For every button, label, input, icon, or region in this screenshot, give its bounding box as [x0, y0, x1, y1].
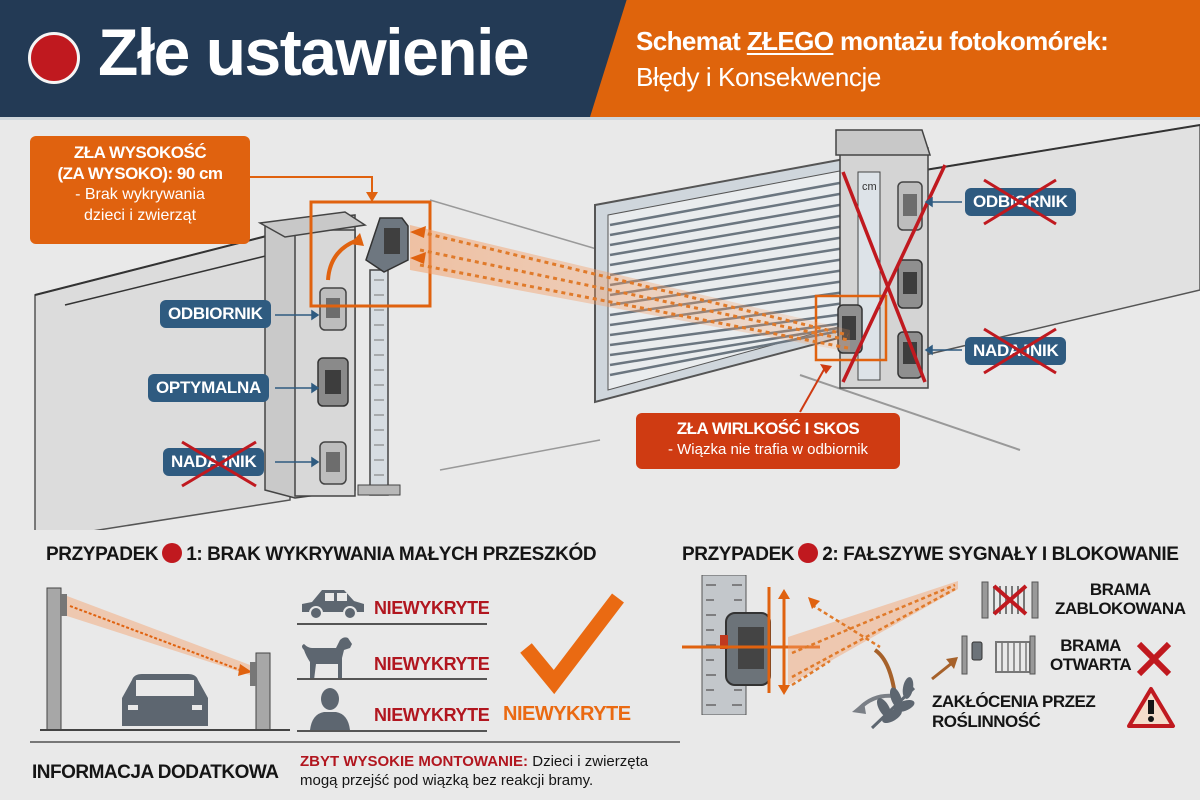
cause-line2: ROŚLINNOŚĆ — [932, 712, 1041, 731]
blocked-gate-icon — [981, 581, 1039, 619]
outcome-open: BRAMA OTWARTA — [1050, 636, 1132, 674]
arrow-icon — [931, 657, 958, 681]
case2-interference-illustration — [682, 575, 958, 715]
outcome-blocked-line1: BRAMA — [1089, 580, 1151, 599]
cross-out-icon — [983, 178, 1057, 226]
case1-title: PRZYPADEK 1: BRAK WYKRYWANIA MAŁYCH PRZES… — [46, 543, 597, 566]
case2-title: PRZYPADEK 2: FAŁSZYWE SYGNAŁY I BLOKOWANI… — [682, 543, 1179, 566]
car-icon — [302, 590, 364, 620]
status-niewykryte-dog: NIEWYKRYTE — [374, 654, 490, 674]
wrong-height-desc-1: - Brak wykrywania — [75, 186, 205, 203]
vegetation-icon — [852, 677, 916, 730]
installation-scene-illustration: cm — [34, 124, 1200, 530]
info-divider — [30, 741, 680, 743]
info-label: INFORMACJA DODATKOWA — [32, 762, 279, 783]
status-niewykryte-car: NIEWYKRYTE — [374, 598, 490, 618]
cross-out-icon — [983, 327, 1057, 375]
case2-prefix: PRZYPADEK — [682, 544, 795, 565]
warning-icon — [1127, 687, 1175, 728]
header-right-panel — [590, 0, 1200, 117]
wrong-height-value: (ZA WYSOKO): 90 cm — [57, 164, 223, 183]
row-divider — [297, 678, 487, 680]
svg-text:cm: cm — [862, 181, 877, 193]
info-emphasis: ZBYT WYSOKIE MONTOWANIE: — [300, 753, 529, 770]
error-x-icon — [1136, 641, 1172, 677]
red-dot-icon — [798, 543, 819, 563]
outcome-open-line1: BRAMA — [1060, 636, 1121, 655]
header-left-panel — [0, 0, 640, 117]
misalignment-desc: - Wiązka nie trafia w odbiornik — [667, 441, 869, 458]
page-subtitle: Schemat ZŁEGO montażu fotokomórek: — [636, 26, 1109, 57]
checkmark-icon — [520, 593, 624, 695]
wrong-height-desc-2: dzieci i zwierząt — [83, 207, 197, 224]
outcome-blocked-line2: ZABLOKOWANA — [1055, 599, 1186, 618]
cause-vegetation: ZAKŁÓCENIA PRZEZ ROŚLINNOŚĆ — [932, 692, 1096, 732]
misalignment-title: ZŁA WIRLKOŚĆ I SKOS — [676, 419, 860, 438]
cross-out-icon — [181, 440, 257, 488]
info-text-1: Dzieci i zwierzęta — [528, 753, 649, 770]
row-divider — [297, 623, 487, 625]
tag-odbiornik-left: ODBIORNIK — [160, 300, 271, 328]
outcome-blocked: BRAMA ZABLOKOWANA — [1055, 580, 1186, 618]
row-divider — [297, 730, 487, 732]
case1-prefix: PRZYPADEK — [46, 544, 159, 565]
misalignment-callout: ZŁA WIRLKOŚĆ I SKOS - Wiązka nie trafia … — [636, 413, 900, 469]
page-title: Złe ustawienie — [98, 15, 530, 89]
page-subtitle-line2: Błędy i Konsekwencje — [636, 62, 881, 92]
case1-title-text: 1: BRAK WYKRYWANIA MAŁYCH PRZESZKÓD — [186, 544, 597, 565]
wrong-height-callout: ZŁA WYSOKOŚĆ (ZA WYSOKO): 90 cm - Brak w… — [30, 136, 250, 244]
subtitle-prefix: Schemat — [636, 26, 747, 56]
outcome-open-line2: OTWARTA — [1050, 655, 1132, 674]
status-niewykryte-person: NIEWYKRYTE — [374, 705, 490, 725]
open-gate-icon — [961, 635, 1036, 675]
tag-nadajnik-right: NADAJNIK — [965, 337, 1067, 365]
subtitle-suffix: montażu fotokomórek: — [833, 26, 1109, 56]
case2-title-text: 2: FAŁSZYWE SYGNAŁY I BLOKOWANIE — [822, 544, 1179, 565]
header-divider — [0, 117, 1200, 120]
person-icon — [310, 688, 350, 730]
red-status-dot-icon — [28, 32, 80, 84]
wrong-height-title: ZŁA WYSOKOŚĆ — [73, 143, 207, 162]
info-text-2: mogą przejść pod wiązką bez reakcji bram… — [300, 772, 594, 789]
info-text: ZBYT WYSOKIE MONTOWANIE: Dzieci i zwierz… — [300, 752, 690, 790]
cause-line1: ZAKŁÓCENIA PRZEZ — [932, 692, 1096, 711]
case1-beam-illustration — [40, 587, 290, 731]
red-dot-icon — [162, 543, 183, 563]
case1-summary-status: NIEWYKRYTE — [503, 703, 631, 725]
tag-optymalna: OPTYMALNA — [148, 374, 269, 402]
dog-icon — [302, 637, 352, 680]
subtitle-emphasis: ZŁEGO — [746, 26, 834, 56]
